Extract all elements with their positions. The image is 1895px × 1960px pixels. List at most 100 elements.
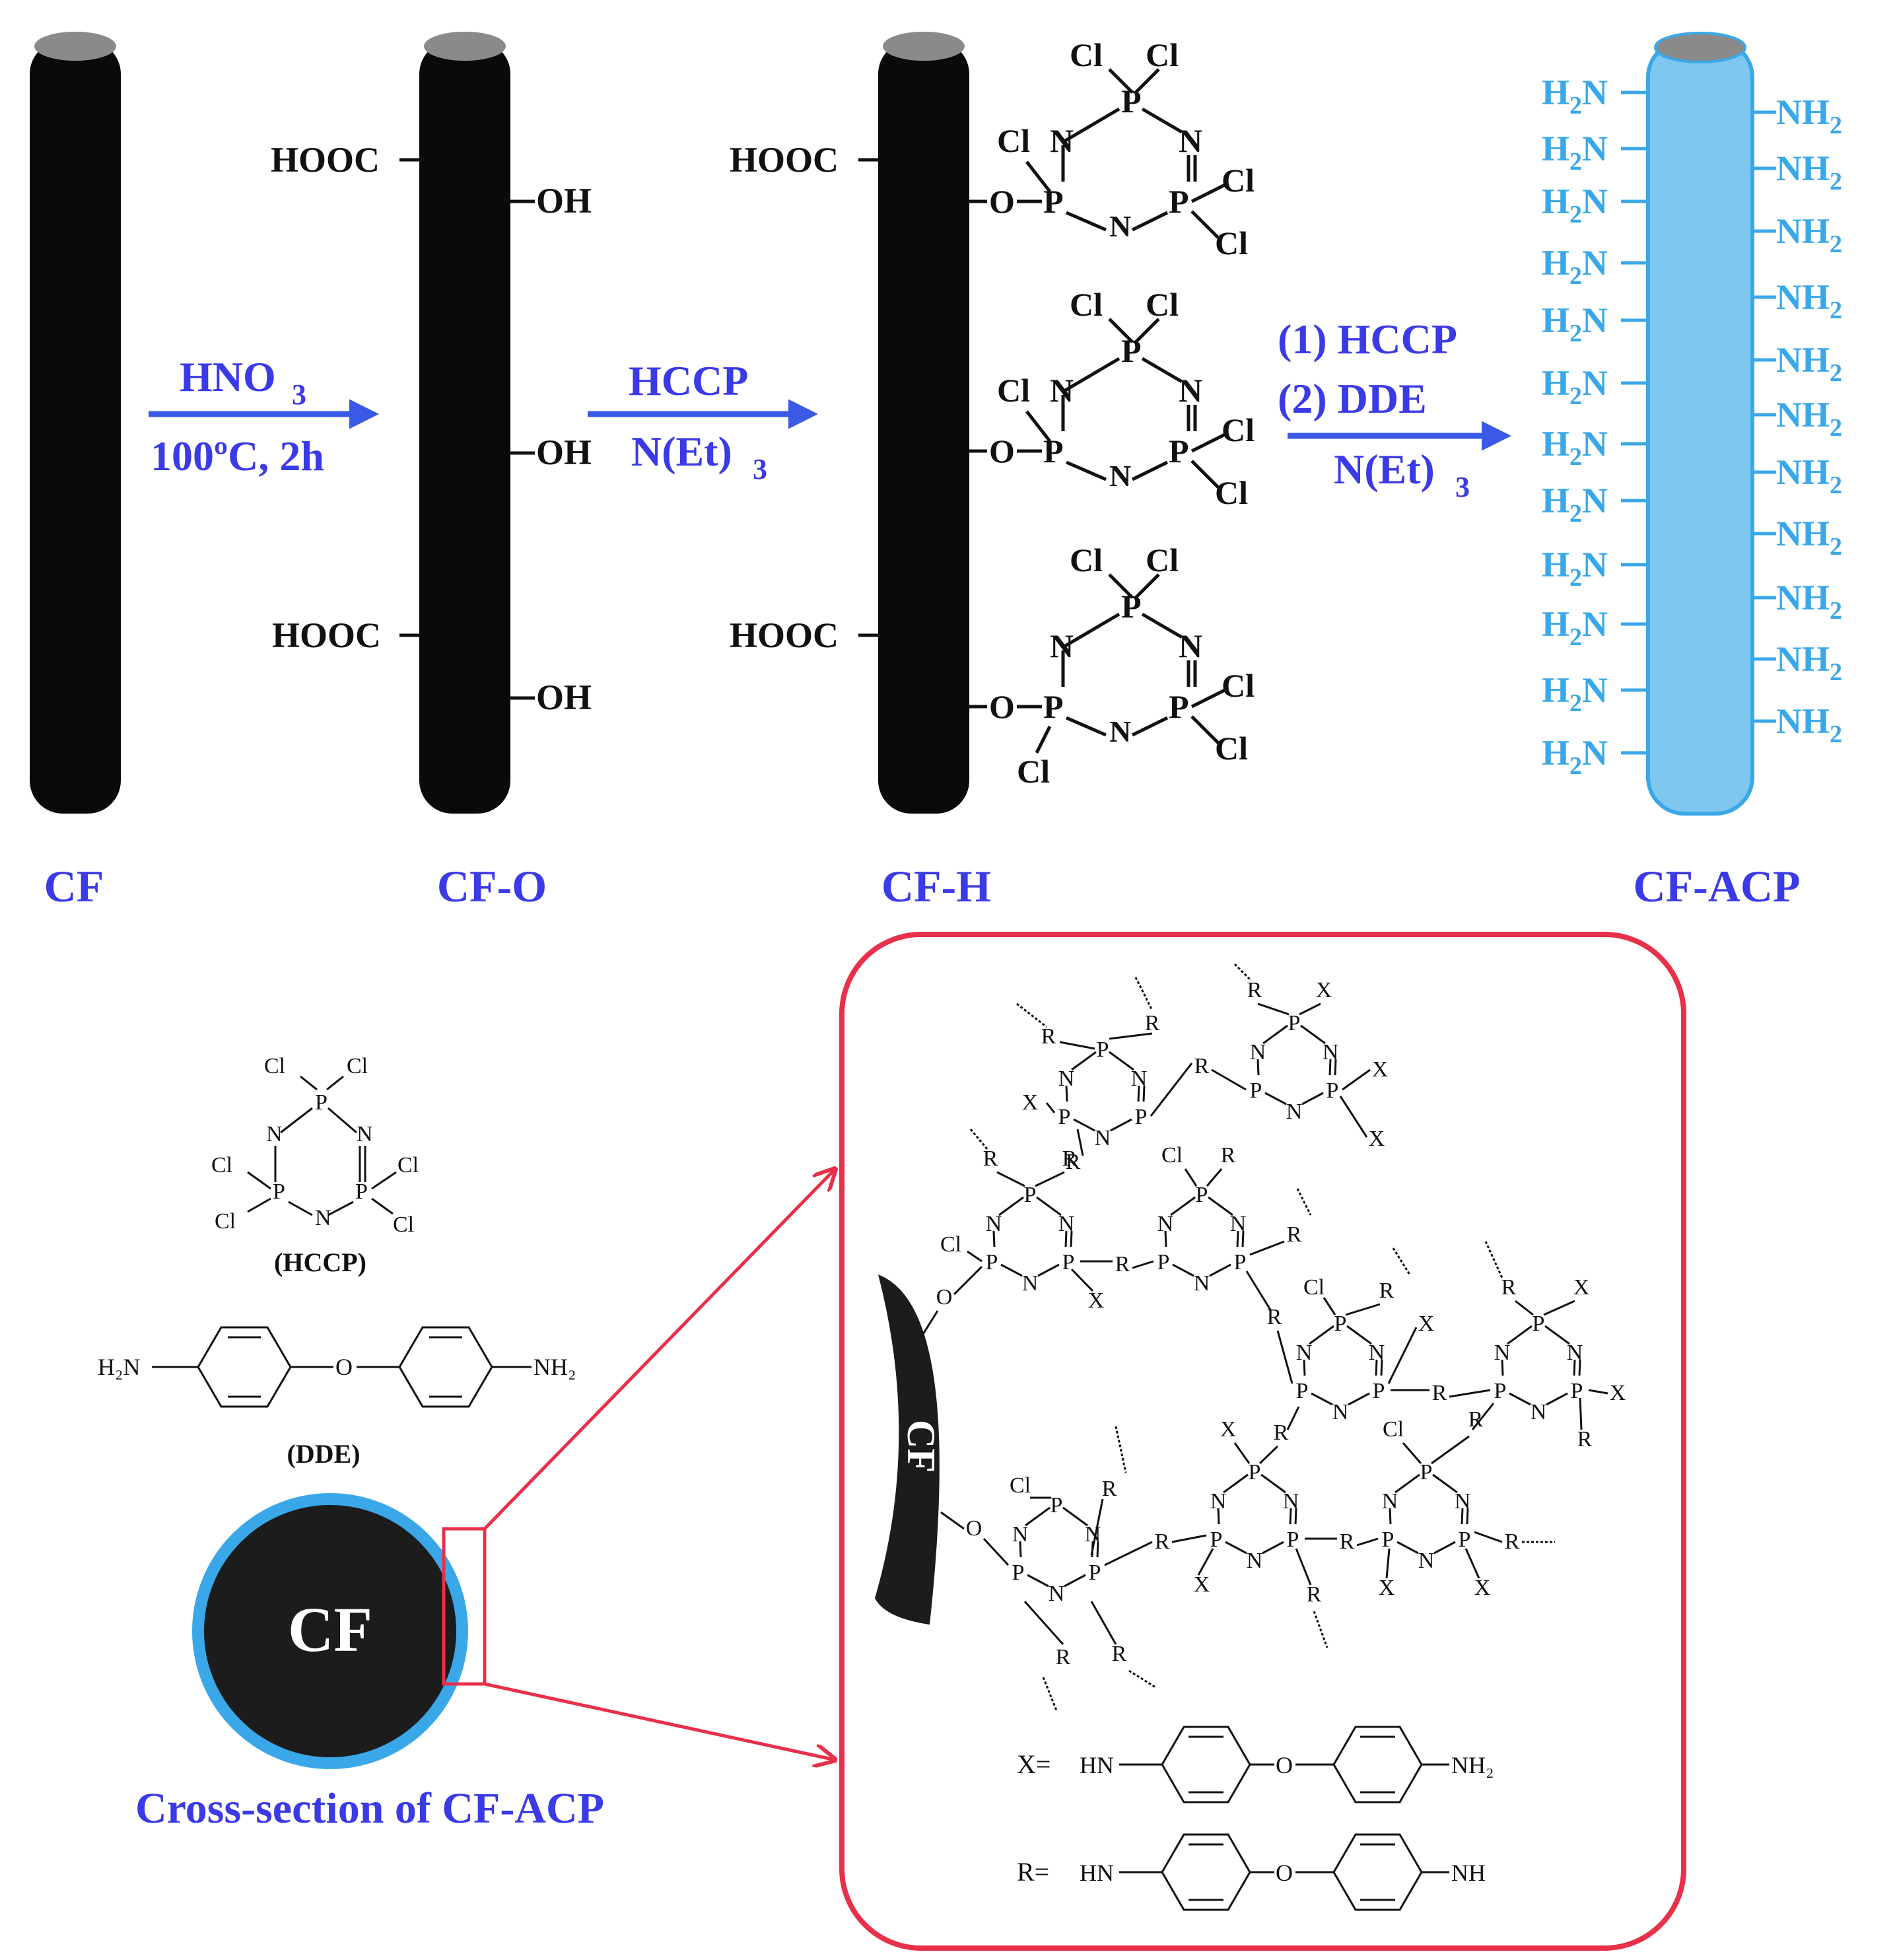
amine-left-9: H2N <box>1542 545 1608 592</box>
svg-text:Cl: Cl <box>1070 542 1103 578</box>
ringe-n0: N <box>1296 1341 1313 1365</box>
svg-text:Cl: Cl <box>997 122 1030 159</box>
hydroxyl-label-2: OH <box>536 433 592 472</box>
ringe-p2: P <box>1373 1379 1385 1403</box>
amine-left-4: H2N <box>1542 243 1608 290</box>
x-def-right: NH₂ <box>1451 1752 1494 1778</box>
amine-left-2: H2N <box>1542 129 1608 176</box>
ringg-p2: P <box>1089 1560 1101 1585</box>
ef-r: R <box>1432 1381 1447 1405</box>
ringc-p0: P <box>1024 1183 1037 1207</box>
amine-right-6: NH2 <box>1776 395 1842 442</box>
c-x: X <box>1088 1288 1105 1313</box>
svg-text:P: P <box>273 1179 285 1204</box>
ringi-p0: P <box>1420 1460 1433 1485</box>
hccp-label: (HCCP) <box>274 1247 366 1277</box>
amine-right-3: NH2 <box>1776 211 1842 258</box>
ringa-n1: N <box>1131 1067 1148 1091</box>
amine-right-8: NH2 <box>1776 514 1842 561</box>
network-cf-surface: CF <box>875 1275 943 1625</box>
h-r2: R <box>1307 1582 1322 1607</box>
amine-right-1: NH2 <box>1776 92 1842 139</box>
ringc-p2: P <box>1062 1250 1075 1275</box>
ringa-p0: P <box>1097 1037 1109 1062</box>
svg-text:N: N <box>1109 209 1131 243</box>
svg-text:N: N <box>315 1206 331 1230</box>
ringh-n0: N <box>1210 1489 1227 1514</box>
ringa-p2: P <box>1135 1105 1148 1129</box>
step2-base-sub: 3 <box>753 453 767 485</box>
g-cl: Cl <box>1010 1473 1031 1498</box>
svg-text:P: P <box>1169 183 1189 220</box>
r-def-right: NH <box>1451 1860 1486 1886</box>
amine-left-8: H2N <box>1542 481 1608 528</box>
x-def-prefix: X= <box>1017 1749 1051 1779</box>
g-o: O <box>966 1516 982 1541</box>
ringi-n1: N <box>1455 1489 1471 1514</box>
ringb-p0: P <box>1288 1011 1301 1035</box>
svg-text:P: P <box>1169 433 1189 470</box>
svg-text:Cl: Cl <box>1070 36 1103 73</box>
svg-text:N: N <box>1179 372 1202 409</box>
f-x: X <box>1573 1275 1590 1300</box>
ringa-n2: N <box>1095 1126 1111 1150</box>
ringb-n1: N <box>1323 1040 1339 1065</box>
svg-text:Cl: Cl <box>397 1153 419 1177</box>
svg-text:Cl: Cl <box>215 1209 236 1234</box>
svg-text:N: N <box>357 1122 373 1146</box>
fiber-cf-o <box>419 32 510 814</box>
svg-text:P: P <box>1169 688 1189 725</box>
ringh-p0: P <box>1249 1460 1261 1485</box>
ringf-n1: N <box>1567 1341 1583 1365</box>
svg-text:O: O <box>989 688 1015 725</box>
dde-right-amine: NH₂ <box>534 1354 576 1380</box>
b-x2: X <box>1372 1057 1389 1082</box>
svg-text:Cl: Cl <box>1215 225 1248 262</box>
ringe-n2: N <box>1332 1400 1349 1424</box>
g-r2: R <box>1056 1645 1071 1669</box>
a-r2: R <box>1145 1011 1160 1035</box>
g-r: R <box>1102 1477 1117 1501</box>
g-r4: R <box>1155 1529 1170 1554</box>
e-x: X <box>1418 1312 1435 1336</box>
ringb-p1: P <box>1250 1078 1262 1103</box>
i-x2: X <box>1474 1576 1491 1600</box>
svg-text:Cl: Cl <box>1146 36 1179 73</box>
stage-label-cf-h: CF-H <box>881 861 991 911</box>
step3-line1: (1) HCCP <box>1278 316 1457 363</box>
h-x: X <box>1220 1417 1237 1442</box>
ringf-p2: P <box>1571 1379 1583 1403</box>
ringi-n0: N <box>1382 1489 1398 1514</box>
svg-text:Cl: Cl <box>1222 162 1255 199</box>
arrow-step-2: HCCP N(Et) 3 <box>588 357 818 485</box>
r-definition: R= HN O NH <box>1017 1833 1486 1911</box>
x-def-oxygen: O <box>1276 1752 1293 1778</box>
svg-text:Cl: Cl <box>1017 753 1050 790</box>
a-x: X <box>1022 1090 1039 1115</box>
svg-text:Cl: Cl <box>1070 286 1103 323</box>
svg-text:O: O <box>989 433 1015 470</box>
amine-right-11: NH2 <box>1776 701 1842 748</box>
svg-text:P: P <box>315 1090 327 1115</box>
arrow-step-3: (1) HCCP (2) DDE N(Et) 3 <box>1278 316 1511 503</box>
c-r: R <box>983 1146 998 1171</box>
ringb-p2: P <box>1326 1078 1339 1103</box>
carboxyl-label-3: HOOC <box>730 140 839 180</box>
h-r: R <box>1274 1420 1289 1445</box>
cf-h-phosphazene-3: O P N P N P N Cl Cl Cl Cl Cl <box>969 542 1255 790</box>
r-def-prefix: R= <box>1017 1857 1049 1887</box>
svg-text:P: P <box>355 1179 368 1204</box>
step1-reagent: HNO <box>180 353 276 400</box>
f-x2: X <box>1610 1381 1626 1405</box>
dde-structure: H₂N O NH₂ (DDE) <box>98 1326 576 1469</box>
network-zoom-box <box>839 932 1686 1951</box>
ringg-n1: N <box>1085 1522 1101 1547</box>
i-cl: Cl <box>1383 1417 1404 1442</box>
dde-left-amine: H₂N <box>98 1354 141 1380</box>
b-x3: X <box>1369 1127 1385 1151</box>
ringd-n1: N <box>1230 1212 1247 1236</box>
amine-right-4: NH2 <box>1776 277 1842 324</box>
amine-right-7: NH2 <box>1776 452 1842 499</box>
cf-h-phosphazene-1: O P N P N P N Cl Cl Cl Cl Cl <box>969 36 1255 262</box>
